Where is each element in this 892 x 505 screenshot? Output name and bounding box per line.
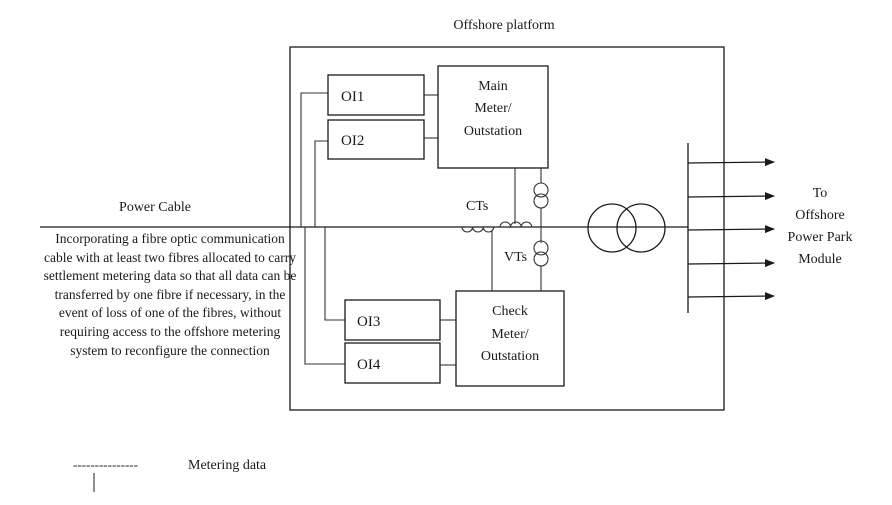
- oi2-label: OI2: [341, 133, 364, 149]
- feeder-arrow: [687, 225, 775, 234]
- cts-label: CTs: [466, 199, 488, 214]
- check-meter-box: Check Meter/ Outstation: [455, 290, 565, 387]
- transformer-icon: [587, 203, 666, 253]
- legend-metering-data-label: Metering data: [188, 458, 267, 473]
- destination-line-3: Power Park: [788, 230, 853, 245]
- destination-line-1: To: [813, 186, 828, 201]
- feeder-arrow: [687, 259, 775, 268]
- feeder-arrow: [687, 292, 775, 301]
- oi1-box: OI1: [327, 74, 425, 116]
- main-meter-box: Main Meter/ Outstation: [437, 65, 549, 169]
- fibre-line-oi2: [314, 140, 328, 227]
- destination-line-4: Module: [798, 252, 842, 267]
- fibre-line-oi4: [304, 227, 345, 365]
- oi4-label: OI4: [357, 357, 381, 373]
- oi3-box: OI3: [344, 299, 441, 341]
- power-cable-description: Incorporating a fibre optic communicatio…: [43, 231, 297, 358]
- feeder-arrow: [687, 192, 775, 201]
- ct-coil-main: [499, 221, 533, 228]
- legend-dashes: ---------------: [73, 457, 138, 472]
- power-cable-label: Power Cable: [119, 200, 191, 215]
- ct-coils: [461, 221, 533, 233]
- main-meter-line-2: Meter/: [474, 101, 511, 116]
- legend: --------------- Metering data: [73, 457, 267, 492]
- platform-title: Offshore platform: [453, 18, 554, 33]
- oi3-label: OI3: [357, 314, 380, 330]
- vts-label: VTs: [504, 250, 527, 265]
- main-meter-line-3: Outstation: [464, 124, 522, 139]
- destination-line-2: Offshore: [795, 208, 845, 223]
- check-meter-line-1: Check: [492, 304, 528, 319]
- fibre-line-oi3: [324, 227, 345, 321]
- check-meter-line-3: Outstation: [481, 349, 539, 364]
- destination-label: To Offshore Power Park Module: [788, 186, 853, 267]
- ct-coil-check: [461, 226, 495, 233]
- main-meter-line-1: Main: [478, 79, 508, 94]
- check-meter-line-2: Meter/: [491, 327, 528, 342]
- feeder-arrow: [687, 158, 775, 167]
- oi1-label: OI1: [341, 89, 364, 105]
- fibre-line-oi1: [300, 92, 328, 227]
- oi4-box: OI4: [344, 342, 441, 384]
- oi2-box: OI2: [327, 119, 425, 160]
